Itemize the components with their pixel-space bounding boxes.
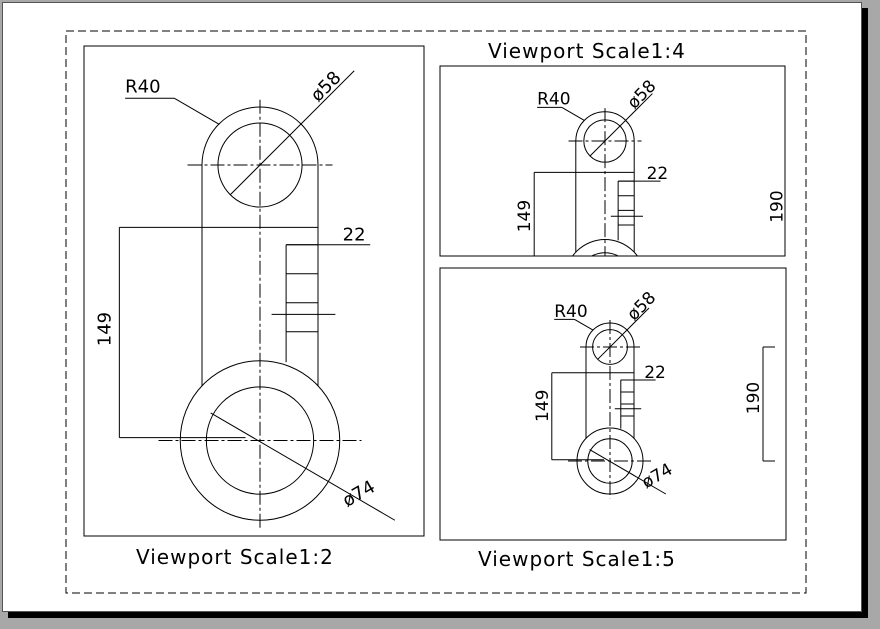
viewport-title-bottom-right: Viewport Scale1:5 — [478, 547, 676, 571]
dim-190-text: 190 — [767, 190, 787, 222]
printable-area-border — [65, 30, 807, 594]
r40-leader-line — [561, 106, 585, 121]
dim-22-text: 22 — [647, 164, 669, 184]
d58-leader-line — [597, 307, 650, 360]
d74-text: ø74 — [339, 476, 379, 511]
d74-text: ø74 — [639, 460, 677, 493]
dim-22-text: 22 — [644, 363, 666, 383]
d58-text: ø58 — [623, 288, 660, 325]
d74-leader-line — [210, 412, 396, 521]
d58-leader-line — [229, 70, 355, 196]
r40-text: R40 — [537, 90, 570, 110]
r40-leader-line — [174, 97, 220, 125]
d74-leader-line — [589, 449, 667, 495]
r40-text: R40 — [554, 302, 587, 322]
dim-22-text: 22 — [343, 224, 366, 245]
viewport-left[interactable] — [83, 45, 425, 537]
dim-149-text: 149 — [515, 200, 535, 232]
viewport-title-top-right: Viewport Scale1:4 — [488, 39, 686, 63]
viewport-title-left: Viewport Scale1:2 — [136, 545, 334, 569]
dim-149-text: 149 — [95, 312, 116, 346]
viewport-bottom-right-content: 149 22 R40 ø58 ø74 190 — [533, 288, 775, 499]
r40-leader-line — [574, 318, 594, 331]
paper-sheet — [2, 2, 862, 612]
bottom-boss-circle — [571, 239, 639, 256]
viewport-bottom-right[interactable] — [439, 267, 787, 541]
d58-text: ø58 — [307, 67, 346, 106]
dim-149-text: 149 — [533, 390, 553, 422]
viewport-top-right[interactable] — [439, 65, 786, 257]
bottom-hole-circle — [591, 252, 619, 256]
r40-text: R40 — [125, 77, 160, 98]
d58-leader-line — [589, 93, 653, 157]
dim-190-text: 190 — [744, 382, 764, 414]
viewport-left-content: 149 22 R40 ø58 ø74 — [95, 67, 396, 531]
d58-text: ø58 — [624, 76, 661, 113]
